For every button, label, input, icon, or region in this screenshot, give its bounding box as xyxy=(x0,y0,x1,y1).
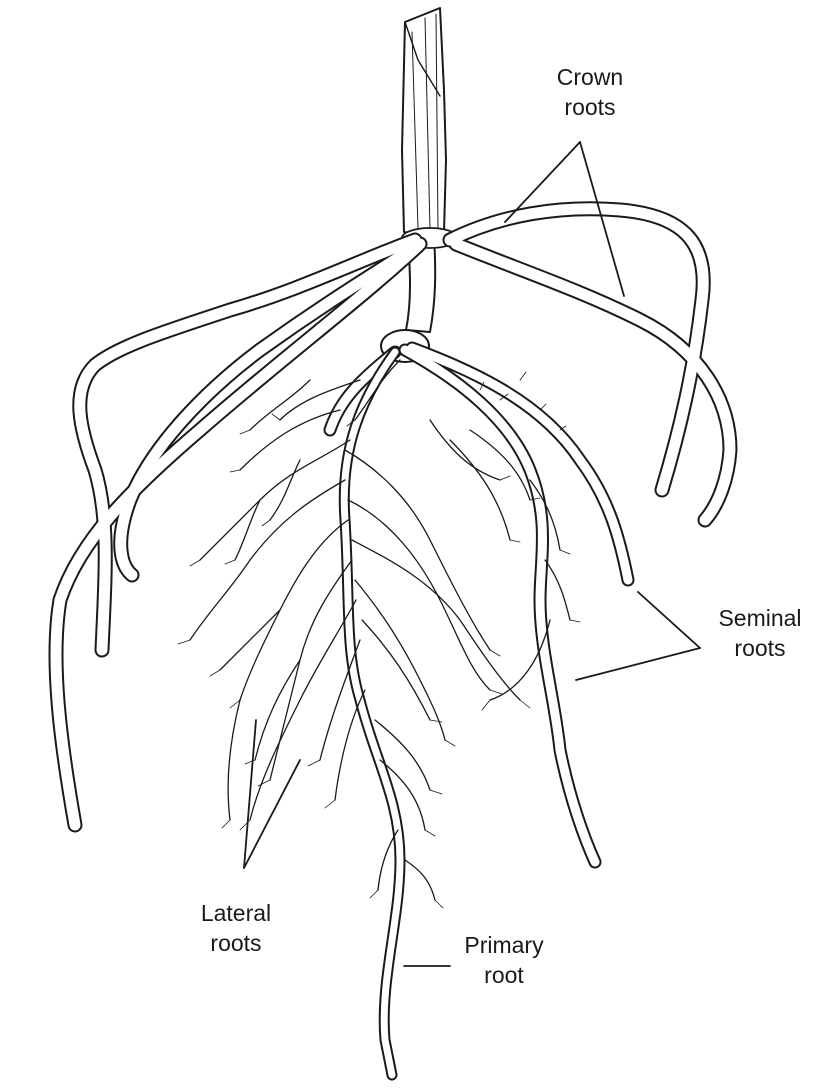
label-crown-roots: Crown roots xyxy=(538,62,642,122)
crown-roots xyxy=(56,209,730,825)
label-seminal-roots-line1: Seminal xyxy=(704,603,816,633)
seminal-leader-line-upper xyxy=(638,592,700,648)
leader-lines xyxy=(244,142,700,966)
label-primary-root-line2: root xyxy=(448,960,560,990)
label-crown-roots-line2: roots xyxy=(538,92,642,122)
label-lateral-roots-line2: roots xyxy=(184,928,288,958)
lateral-leader-line-left xyxy=(244,720,256,868)
label-lateral-roots: Lateral roots xyxy=(184,898,288,958)
primary-root xyxy=(344,352,400,1075)
lateral-leader-line-right xyxy=(244,760,300,868)
label-seminal-roots: Seminal roots xyxy=(704,603,816,663)
label-seminal-roots-line2: roots xyxy=(704,633,816,663)
stem xyxy=(381,8,458,362)
label-primary-root-line1: Primary xyxy=(448,930,560,960)
label-lateral-roots-line1: Lateral xyxy=(184,898,288,928)
label-crown-roots-line1: Crown xyxy=(538,62,642,92)
seminal-leader-line-lower xyxy=(576,648,700,680)
crown-leader-line-right xyxy=(580,142,624,296)
label-primary-root: Primary root xyxy=(448,930,560,990)
